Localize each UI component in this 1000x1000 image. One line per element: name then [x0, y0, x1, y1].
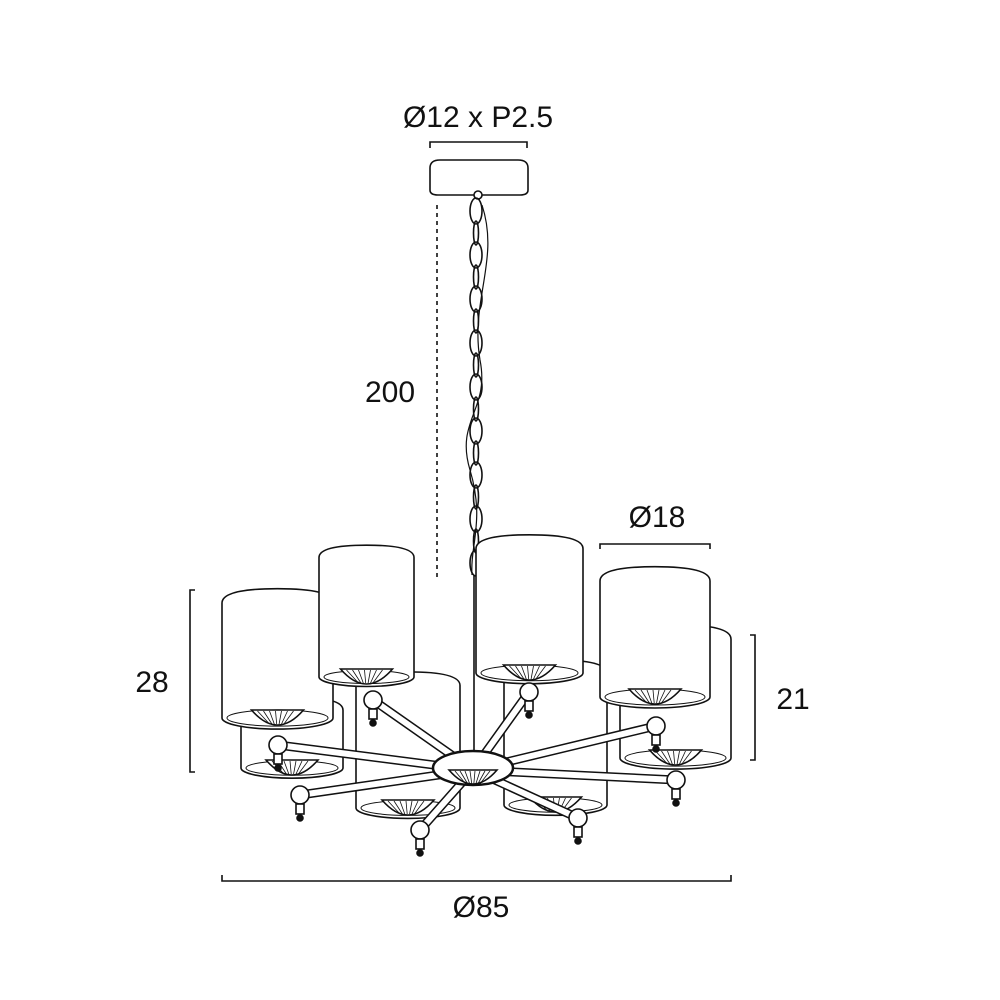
dim-overall-diameter-line: [221, 875, 732, 882]
arm-finial: [268, 735, 288, 772]
dim-canopy-line: [429, 141, 528, 148]
chain-link: [472, 484, 480, 510]
power-cable: [465, 204, 489, 576]
bulb-cup: [501, 664, 558, 681]
ceiling-canopy: [429, 159, 529, 200]
shade-front-right: [599, 565, 711, 709]
dim-shade-height-line: [750, 634, 756, 761]
shades-and-arms: [221, 533, 732, 857]
chain-link: [469, 461, 483, 489]
dim-drop-label: 200: [364, 376, 416, 409]
chain-link: [472, 440, 480, 466]
chain-link: [472, 396, 480, 422]
dim-overall-height-label: 28: [135, 666, 169, 699]
dim-shade-diameter-label: Ø18: [628, 501, 686, 534]
bulb-cup: [249, 709, 306, 726]
dim-shade-height-label: 21: [776, 683, 810, 716]
chain-link: [472, 220, 480, 246]
bulb-cup: [647, 749, 704, 766]
chain-link: [472, 352, 480, 378]
chain-link: [469, 417, 483, 445]
central-hub: [431, 749, 515, 787]
bulb-cup: [627, 688, 683, 705]
arm-finial: [568, 808, 588, 845]
dim-shade-diameter-line: [599, 543, 711, 549]
arm-finial: [666, 770, 686, 807]
arm-finial: [290, 785, 310, 822]
arm-finial: [519, 682, 539, 719]
dim-overall-height-line: [189, 589, 195, 773]
bulb-cup: [380, 799, 436, 816]
shade-front-left: [221, 587, 334, 730]
dim-canopy-label: Ø12 x P2.5: [402, 101, 554, 134]
dim-overall-diameter-label: Ø85: [452, 891, 510, 924]
shade-front-center-right: [475, 533, 584, 685]
arm-finial: [646, 716, 666, 753]
arm-finial: [410, 820, 430, 857]
arm-finial: [363, 690, 383, 727]
chain-link: [469, 241, 483, 269]
chain-link: [472, 264, 480, 290]
chain-link: [469, 373, 483, 401]
chain-link: [469, 285, 483, 313]
chain-link: [469, 197, 483, 225]
bulb-cup: [338, 668, 395, 685]
chain-link: [469, 329, 483, 357]
shade-front-center-left: [318, 544, 415, 688]
